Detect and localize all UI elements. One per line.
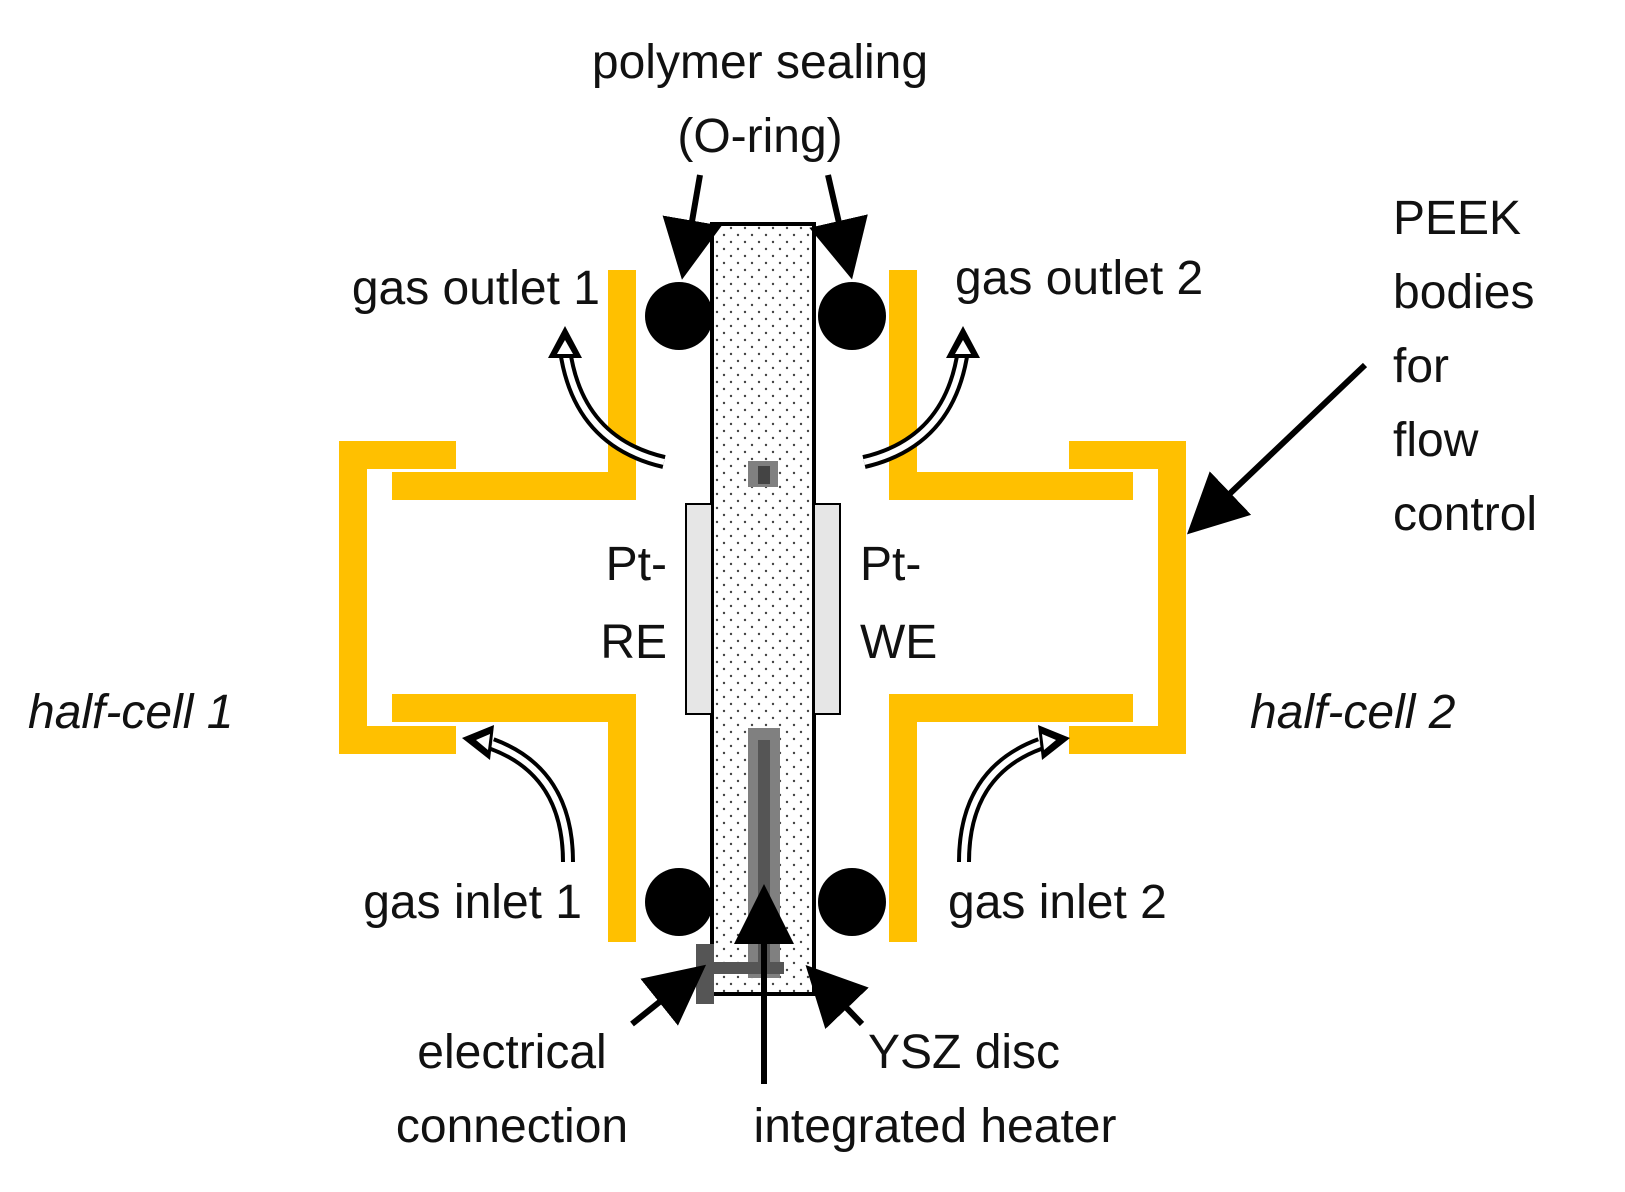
label-peek-2: bodies: [1393, 266, 1534, 319]
oring-top-right: [818, 282, 886, 350]
pointer-arrows: [630, 174, 1368, 1084]
label-gas-inlet-1: gas inlet 1: [363, 876, 582, 929]
peek-body-left: [339, 270, 636, 942]
label-ysz-disc: YSZ disc: [868, 1026, 1060, 1079]
label-pt-we-2: WE: [860, 616, 937, 669]
label-electrical-1: electrical: [417, 1026, 606, 1079]
label-peek-3: for: [1393, 340, 1449, 393]
label-integrated-heater: integrated heater: [754, 1100, 1117, 1153]
label-gas-outlet-2: gas outlet 2: [955, 252, 1203, 305]
label-peek-5: control: [1393, 488, 1537, 541]
pt-re-electrode: [685, 503, 713, 715]
label-half-cell-2: half-cell 2: [1250, 686, 1455, 739]
label-peek-4: flow: [1393, 414, 1479, 467]
label-half-cell-1: half-cell 1: [28, 686, 233, 739]
label-pt-re-1: Pt-: [606, 538, 667, 591]
sensor-square-inner: [758, 466, 770, 484]
oring-bottom-left: [645, 868, 713, 936]
label-gas-inlet-2: gas inlet 2: [948, 876, 1167, 929]
label-polymer-sealing-2: (O-ring): [677, 110, 842, 163]
peek-body-right: [889, 270, 1186, 942]
label-electrical-2: connection: [396, 1100, 628, 1153]
label-polymer-sealing-1: polymer sealing: [592, 36, 928, 89]
label-pt-re-2: RE: [600, 616, 667, 669]
oring-bottom-right: [818, 868, 886, 936]
label-gas-outlet-1: gas outlet 1: [352, 262, 600, 315]
pt-we-electrode: [813, 503, 841, 715]
gas-flow-arrows: [462, 326, 1070, 863]
label-pt-we-1: Pt-: [860, 538, 921, 591]
oring-top-left: [645, 282, 713, 350]
label-peek-1: PEEK: [1393, 192, 1521, 245]
